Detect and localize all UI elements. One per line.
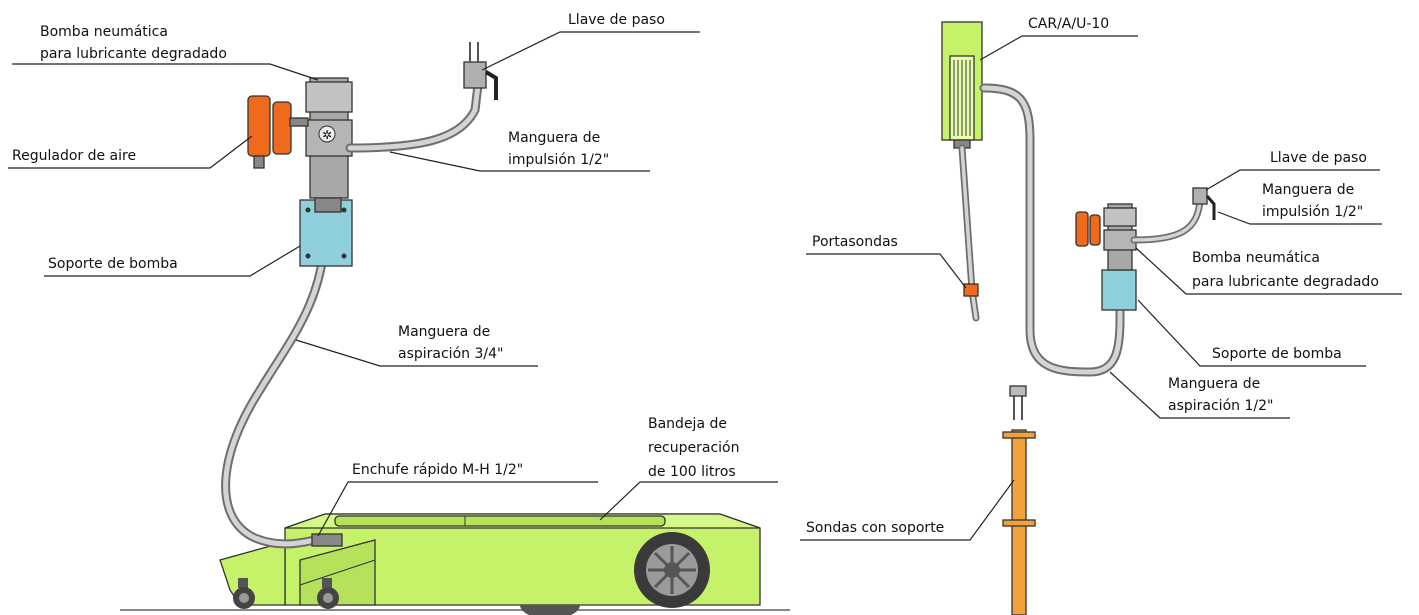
hose-reel — [941, 21, 983, 149]
reel-to-pump-hose — [979, 83, 1125, 377]
label-bandeja-left: Bandeja de recuperación de 100 litros — [599, 416, 778, 521]
svg-text:Bomba neumática: Bomba neumática — [1192, 250, 1320, 266]
label-car-right: CAR/A/U-10 — [979, 16, 1138, 61]
suction-hose-left — [221, 223, 343, 549]
svg-text:CAR/A/U-10: CAR/A/U-10 — [1028, 16, 1109, 32]
quick-coupling — [311, 533, 343, 547]
probe-holder — [963, 283, 979, 297]
svg-text:Regulador de aire: Regulador de aire — [12, 148, 136, 164]
svg-text:Llave de paso: Llave de paso — [1270, 150, 1367, 166]
label-bomba-right: Bomba neumática para lubricante degradad… — [1135, 247, 1402, 295]
air-regulator-left — [247, 95, 309, 169]
label-manguera-impulsion-right: Manguera de impulsión 1/2" — [1217, 182, 1382, 225]
svg-text:impulsión 1/2": impulsión 1/2" — [1262, 204, 1363, 220]
svg-text:✲: ✲ — [322, 128, 332, 142]
svg-text:Enchufe rápido M-H 1/2": Enchufe rápido M-H 1/2" — [352, 462, 523, 478]
label-llave-right: Llave de paso — [1205, 150, 1380, 191]
svg-text:de 100 litros: de 100 litros — [648, 464, 736, 480]
label-soporte-left: Soporte de bomba — [44, 245, 301, 277]
svg-text:Portasondas: Portasondas — [812, 234, 898, 250]
label-enchufe-left: Enchufe rápido M-H 1/2" — [317, 462, 598, 537]
caster-wheel-1 — [233, 578, 255, 609]
svg-text:para lubricante degradado: para lubricante degradado — [40, 46, 227, 62]
left-assembly: ✲ Bomba neumática para lubricante degrad… — [8, 12, 790, 615]
label-portasondas-right: Portasondas — [806, 234, 967, 289]
svg-text:Manguera de: Manguera de — [1168, 376, 1260, 392]
svg-text:Manguera de: Manguera de — [508, 130, 600, 146]
svg-text:Bomba neumática: Bomba neumática — [40, 24, 168, 40]
rear-wheel — [634, 532, 710, 608]
label-sondas-right: Sondas con soporte — [800, 479, 1015, 541]
label-bomba-left: Bomba neumática para lubricante degradad… — [12, 24, 319, 81]
svg-text:Bandeja de: Bandeja de — [648, 416, 727, 432]
air-regulator-right — [1075, 211, 1101, 247]
svg-text:Manguera de: Manguera de — [1262, 182, 1354, 198]
svg-text:para lubricante degradado: para lubricante degradado — [1192, 274, 1379, 290]
pneumatic-pump-left: ✲ — [305, 77, 353, 213]
svg-text:recuperación: recuperación — [648, 440, 740, 456]
svg-text:Soporte de bomba: Soporte de bomba — [1212, 346, 1342, 362]
label-manguera-aspiracion-right: Manguera de aspiración 1/2" — [1109, 371, 1290, 419]
svg-text:impulsión 1/2": impulsión 1/2" — [508, 152, 609, 168]
pump-bracket-right — [1101, 269, 1137, 311]
recovery-tray-cart — [219, 513, 761, 615]
svg-text:Sondas con soporte: Sondas con soporte — [806, 520, 944, 536]
right-assembly: CAR/A/U-10 Portasondas Llave de paso Man… — [800, 16, 1402, 615]
discharge-hose-left — [345, 80, 483, 153]
shutoff-valve-left — [463, 42, 498, 100]
svg-text:Manguera de: Manguera de — [398, 324, 490, 340]
label-regulador-left: Regulador de aire — [8, 135, 253, 169]
svg-text:aspiración 3/4": aspiración 3/4" — [398, 346, 503, 362]
svg-text:Soporte de bomba: Soporte de bomba — [48, 256, 178, 272]
probes-with-support — [1002, 385, 1036, 615]
label-soporte-right: Soporte de bomba — [1137, 299, 1366, 367]
shutoff-valve-right — [1192, 187, 1216, 220]
label-manguera-impulsion-left: Manguera de impulsión 1/2" — [389, 130, 650, 172]
svg-text:Llave de paso: Llave de paso — [568, 12, 665, 28]
label-manguera-aspiracion-left: Manguera de aspiración 3/4" — [295, 324, 538, 367]
pneumatic-pump-right — [1103, 203, 1137, 271]
label-llave-left: Llave de paso — [481, 12, 700, 71]
svg-text:aspiración 1/2": aspiración 1/2" — [1168, 398, 1273, 414]
caster-wheel-2 — [317, 578, 339, 609]
